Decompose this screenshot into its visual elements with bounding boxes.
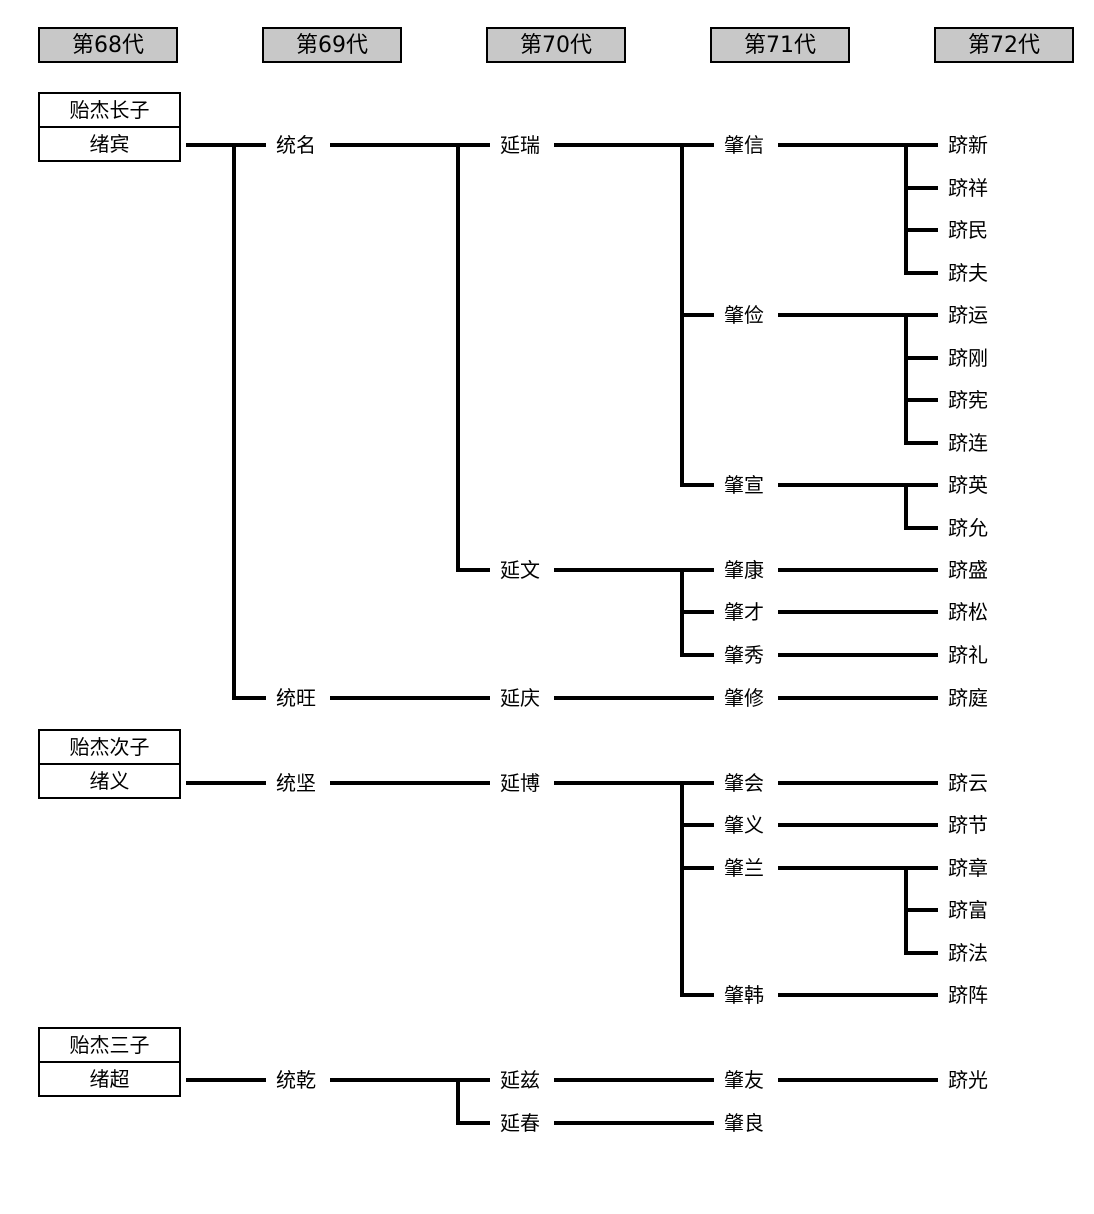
root-box-eldest-son: 贻杰长子 绪宾 [38, 92, 181, 162]
person-gen72: 跻连 [948, 431, 988, 455]
person-gen69: 统乾 [276, 1068, 316, 1092]
person-gen71: 肇良 [724, 1111, 764, 1135]
root-label: 贻杰长子 [40, 94, 179, 128]
connector-zhaoxuan-to-gen72 [778, 483, 938, 530]
person-gen72: 跻刚 [948, 346, 988, 370]
person-gen71: 肇俭 [724, 303, 764, 327]
connector-zhaolan-to-gen72 [778, 866, 938, 955]
person-gen70: 延春 [500, 1111, 540, 1135]
person-gen71: 肇宣 [724, 473, 764, 497]
generation-header-71: 第71代 [710, 27, 850, 63]
root-name: 绪超 [89, 1067, 130, 1091]
connector-root1-to-gen69 [186, 143, 266, 700]
person-gen71: 肇才 [724, 600, 764, 624]
person-gen71: 肇义 [724, 813, 764, 837]
person-gen72: 跻宪 [948, 388, 988, 412]
person-gen72: 跻法 [948, 941, 988, 965]
root-label: 贻杰三子 [40, 1029, 179, 1063]
connector-yanbo-to-gen71 [554, 781, 714, 997]
generation-header-69: 第69代 [262, 27, 402, 63]
generation-header-72: 第72代 [934, 27, 1074, 63]
connector-tongqian-to-gen70 [330, 1078, 490, 1125]
person-gen70: 延博 [500, 771, 540, 795]
person-gen72: 跻云 [948, 771, 988, 795]
connector-zhaohui-zhaoyi-to-gen72 [778, 781, 938, 827]
person-gen72: 跻夫 [948, 261, 988, 285]
person-gen72: 跻松 [948, 600, 988, 624]
person-gen72: 跻富 [948, 898, 988, 922]
person-gen72: 跻祥 [948, 176, 988, 200]
person-gen72: 跻运 [948, 303, 988, 327]
person-gen69: 统旺 [276, 686, 316, 710]
person-gen72: 跻光 [948, 1068, 988, 1092]
person-gen72: 跻民 [948, 218, 988, 242]
connector-zhaojian-to-gen72 [778, 313, 938, 445]
connector-yanwen-to-gen71 [554, 568, 714, 657]
person-gen72: 跻英 [948, 473, 988, 497]
person-gen72: 跻盛 [948, 558, 988, 582]
person-gen72: 跻允 [948, 516, 988, 540]
root-name: 绪义 [89, 769, 130, 793]
person-gen72: 跻庭 [948, 686, 988, 710]
person-gen72: 跻章 [948, 856, 988, 880]
person-gen71: 肇康 [724, 558, 764, 582]
person-gen72: 跻礼 [948, 643, 988, 667]
connector-tongming-to-gen70 [330, 143, 490, 572]
person-gen71: 肇友 [724, 1068, 764, 1092]
person-gen70: 延文 [500, 558, 540, 582]
person-gen72: 跻节 [948, 813, 988, 837]
person-gen70: 延兹 [500, 1068, 540, 1092]
person-gen71: 肇兰 [724, 856, 764, 880]
connector-zhaoxin-to-gen72 [778, 143, 938, 275]
person-gen71: 肇修 [724, 686, 764, 710]
root-label: 贻杰次子 [40, 731, 179, 765]
person-gen71: 肇韩 [724, 983, 764, 1007]
person-gen71: 肇会 [724, 771, 764, 795]
person-gen71: 肇信 [724, 133, 764, 157]
person-gen72: 跻阵 [948, 983, 988, 1007]
person-gen72: 跻新 [948, 133, 988, 157]
root-box-second-son: 贻杰次子 绪义 [38, 729, 181, 799]
person-gen69: 统坚 [276, 771, 316, 795]
person-gen71: 肇秀 [724, 643, 764, 667]
root-box-third-son: 贻杰三子 绪超 [38, 1027, 181, 1097]
person-gen70: 延瑞 [500, 133, 540, 157]
generation-header-70: 第70代 [486, 27, 626, 63]
root-name: 绪宾 [89, 132, 130, 156]
connector-gen71-to-gen72-single [778, 568, 938, 657]
generation-header-68: 第68代 [38, 27, 178, 63]
person-gen70: 延庆 [500, 686, 540, 710]
person-gen69: 统名 [276, 133, 316, 157]
connector-yanrui-to-gen71 [554, 143, 714, 487]
